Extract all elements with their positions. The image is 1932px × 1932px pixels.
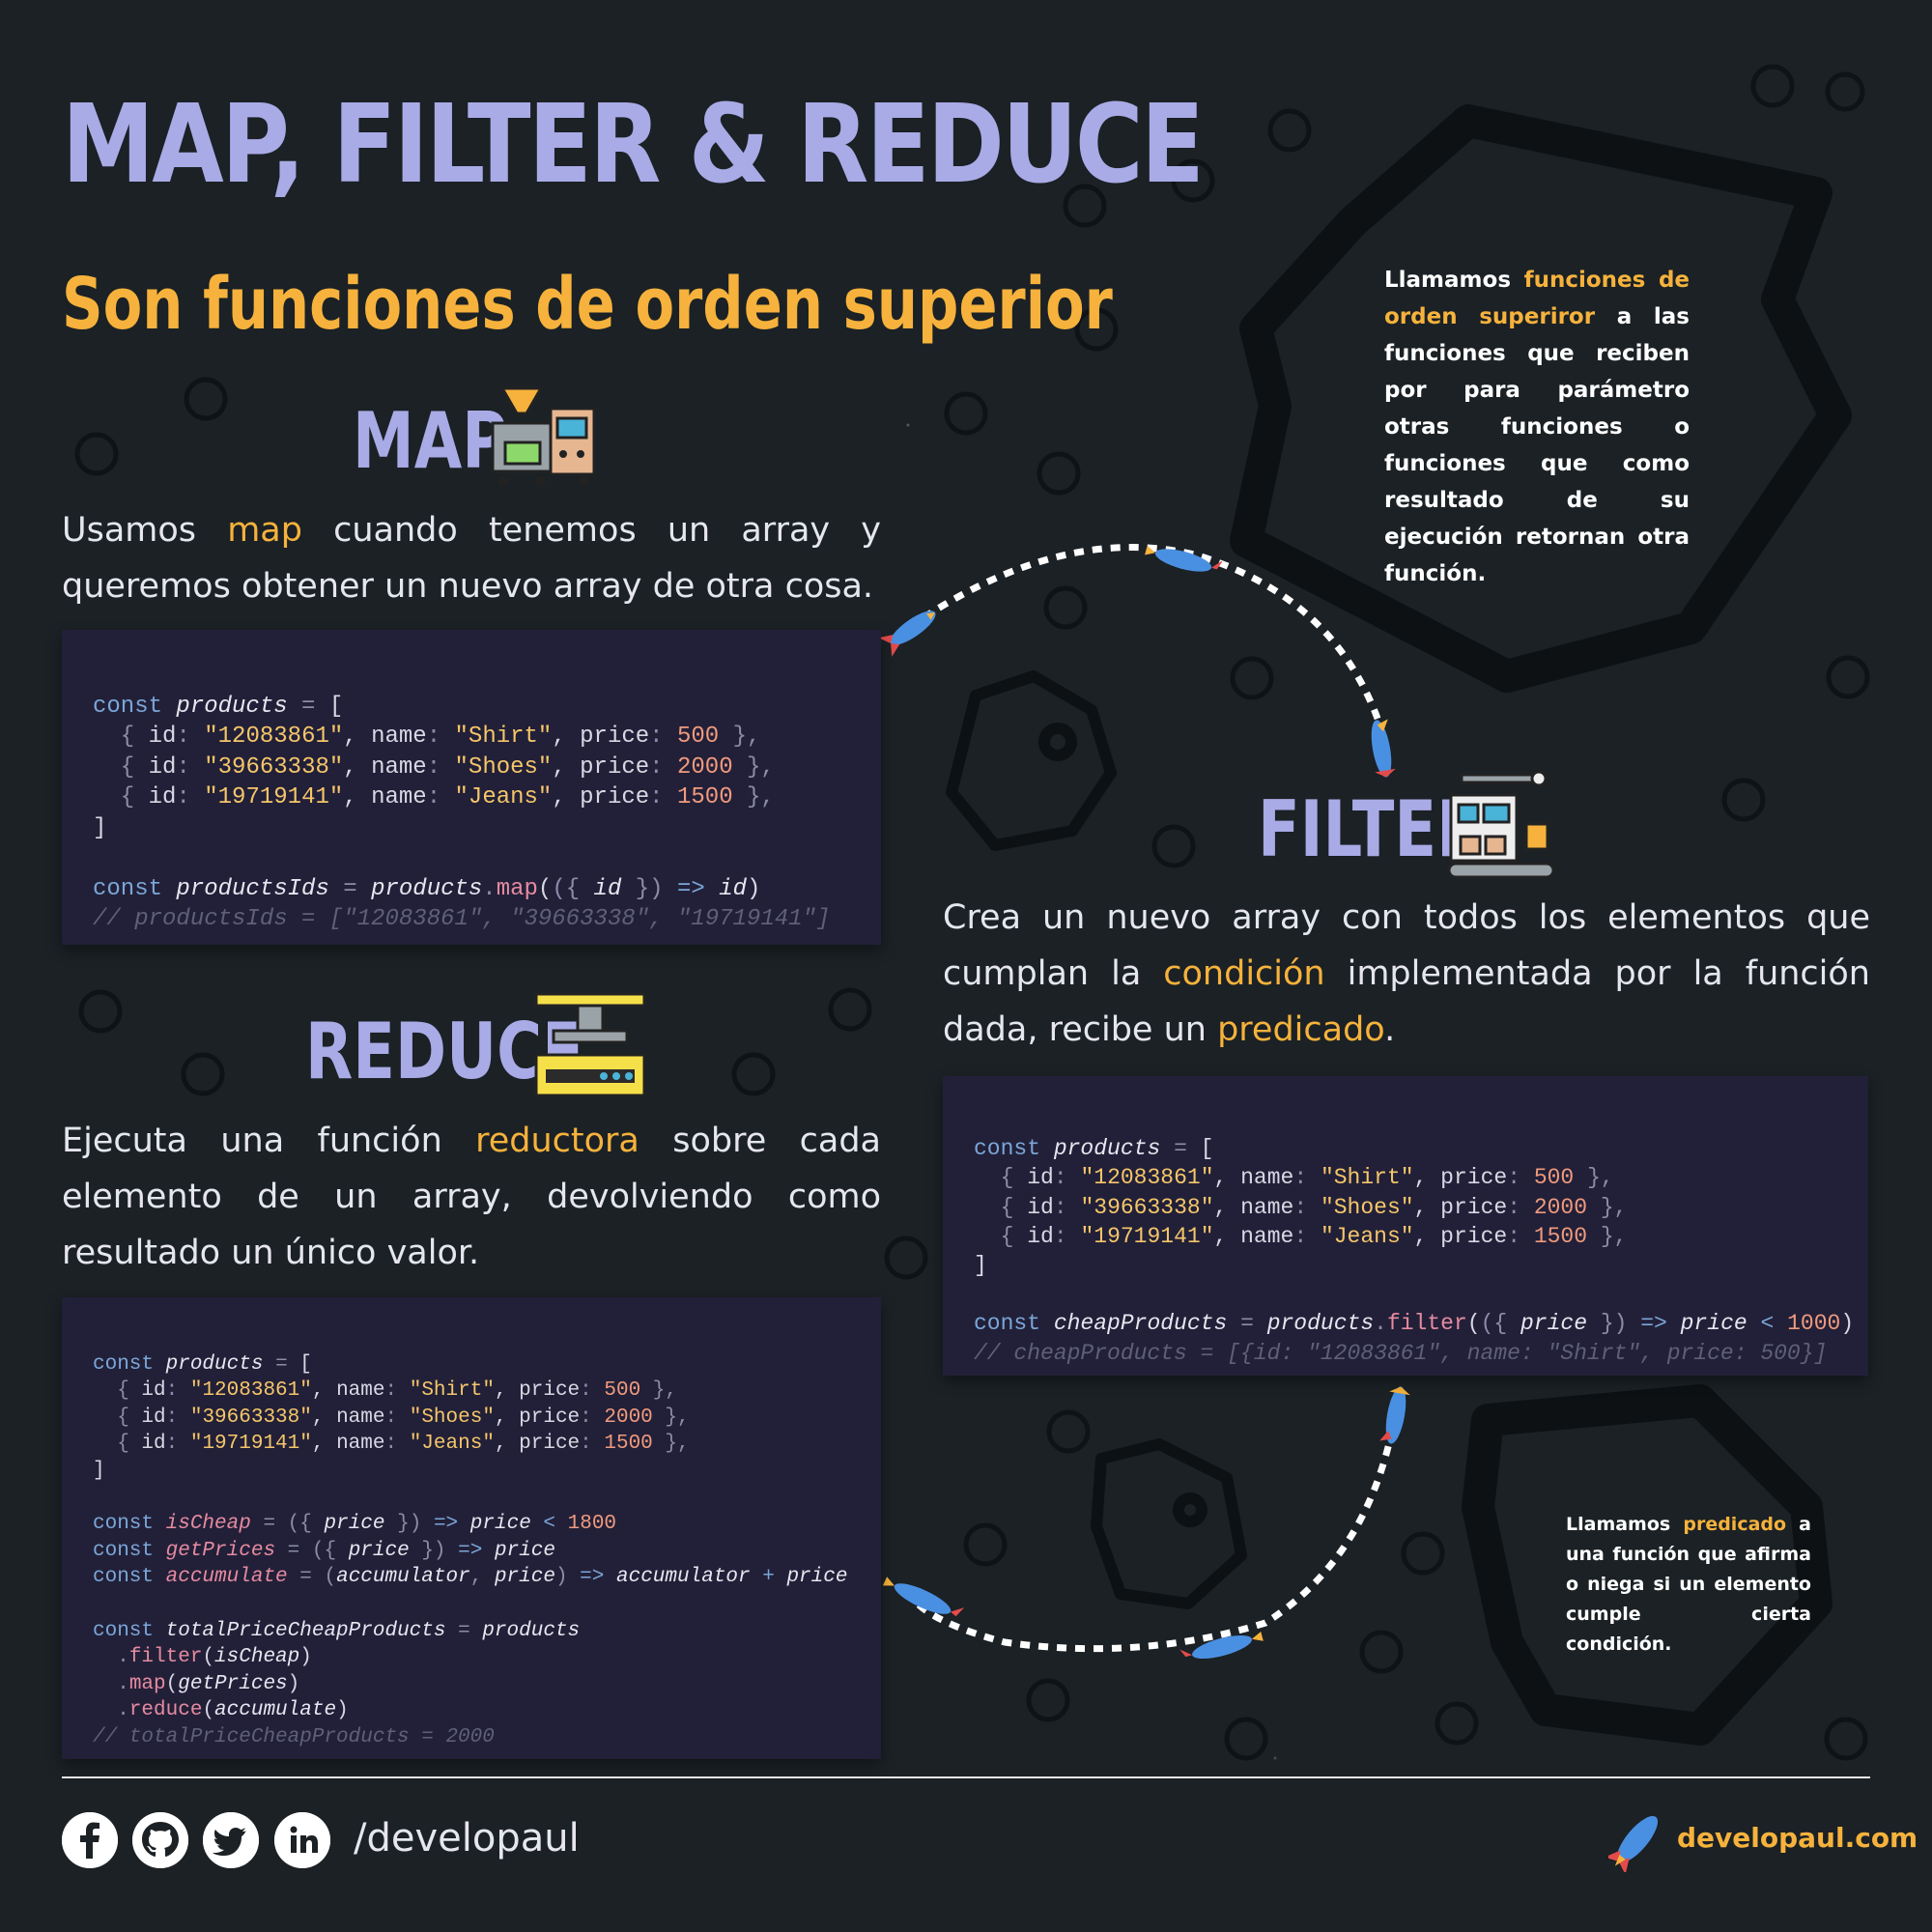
website-link[interactable]: developaul.com xyxy=(1677,1822,1918,1854)
rocket-icon xyxy=(1379,1386,1410,1444)
facebook-icon[interactable] xyxy=(62,1812,118,1868)
filter-robot-icon xyxy=(1447,771,1555,879)
rocket-icon xyxy=(879,611,936,657)
rocket-icon xyxy=(1179,1632,1264,1660)
reduce-description: Ejecuta una función reductora sobre cada… xyxy=(62,1122,881,1272)
rocket-icon xyxy=(1145,545,1222,572)
reduce-press-icon xyxy=(534,992,646,1097)
twitter-icon[interactable] xyxy=(203,1812,259,1868)
map-code-block: const products = [ { id: "12083861", nam… xyxy=(62,630,881,945)
social-handle: /developaul xyxy=(354,1816,580,1861)
page-subtitle: Son funciones de orden superior xyxy=(62,263,1113,346)
github-icon[interactable] xyxy=(132,1812,188,1868)
filter-code-block: const products = [ { id: "12083861", nam… xyxy=(943,1076,1868,1376)
rocket-logo-icon xyxy=(1608,1815,1659,1872)
map-machine-icon xyxy=(491,386,596,486)
rocket-icon xyxy=(882,1577,965,1617)
filter-heading: FILTER xyxy=(1258,784,1485,874)
reduce-code-block: const products = [ { id: "12083861", nam… xyxy=(62,1297,881,1759)
linkedin-icon[interactable] xyxy=(274,1812,330,1868)
rocket-icon xyxy=(1371,719,1396,778)
higher-order-note: Llamamos funciones de orden superiror a … xyxy=(1384,268,1690,586)
predicate-note: Llamamos predicado a una función que afi… xyxy=(1566,1514,1811,1655)
page-title: MAP, FILTER & REDUCE xyxy=(62,82,1205,208)
map-heading: MAP xyxy=(353,396,508,486)
map-description: Usamos map cuando tenemos un array y que… xyxy=(62,511,881,606)
filter-description: Crea un nuevo array con todos los elemen… xyxy=(943,898,1870,1049)
footer-divider xyxy=(62,1776,1870,1778)
